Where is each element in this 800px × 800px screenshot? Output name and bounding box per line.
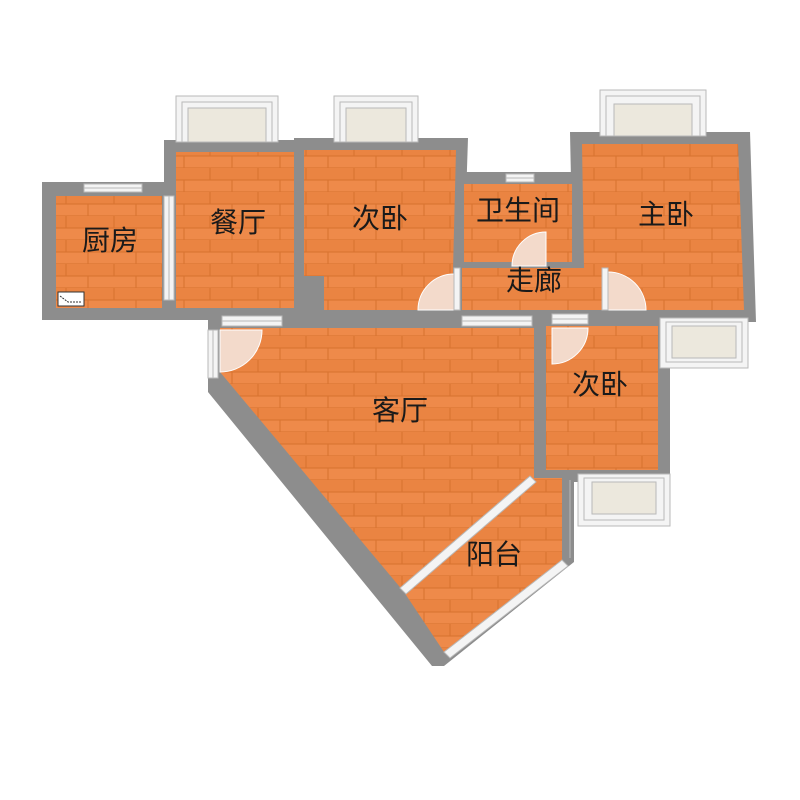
bay-bedroom-top [333, 95, 419, 143]
window-balcony-diagonal [399, 475, 537, 595]
window-balcony-edge [443, 559, 569, 659]
bay-bedroom-right [577, 473, 671, 527]
label-dining: 餐厅 [210, 206, 266, 239]
door-bathroom [511, 231, 547, 267]
label-balcony: 阳台 [466, 538, 522, 571]
label-second-bedroom-right: 次卧 [572, 368, 628, 401]
floor-bedroom-top [304, 150, 456, 310]
floor-balcony [404, 478, 562, 652]
floor-dining [176, 152, 294, 308]
door-leaf-master [601, 267, 609, 311]
label-living-room: 客厅 [372, 394, 428, 427]
floor-corridor [462, 268, 606, 310]
room-labels: 厨房 餐厅 次卧 卫生间 主卧 走廊 客厅 次卧 阳台 [82, 194, 694, 571]
floor-kitchen [56, 196, 162, 308]
label-master-bedroom: 主卧 [638, 198, 694, 231]
bay-dining [175, 95, 279, 143]
label-kitchen: 厨房 [82, 224, 138, 257]
window-bays [175, 89, 749, 527]
label-corridor: 走廊 [506, 264, 562, 297]
bay-master-lower [659, 317, 749, 369]
bay-master [599, 89, 707, 137]
kitchen-fixture [57, 291, 85, 307]
door-master [607, 271, 647, 311]
door-bedroom-top [417, 273, 455, 311]
floors [56, 144, 744, 652]
door-bedroom-right [551, 327, 589, 365]
floor-master [582, 144, 744, 310]
doors [219, 231, 647, 373]
wall-windows [83, 173, 589, 659]
label-second-bedroom-top: 次卧 [352, 202, 408, 235]
door-living [219, 329, 263, 373]
label-bathroom: 卫生间 [476, 194, 560, 227]
door-leaf-corridor [453, 267, 461, 311]
floor-living [220, 328, 534, 592]
